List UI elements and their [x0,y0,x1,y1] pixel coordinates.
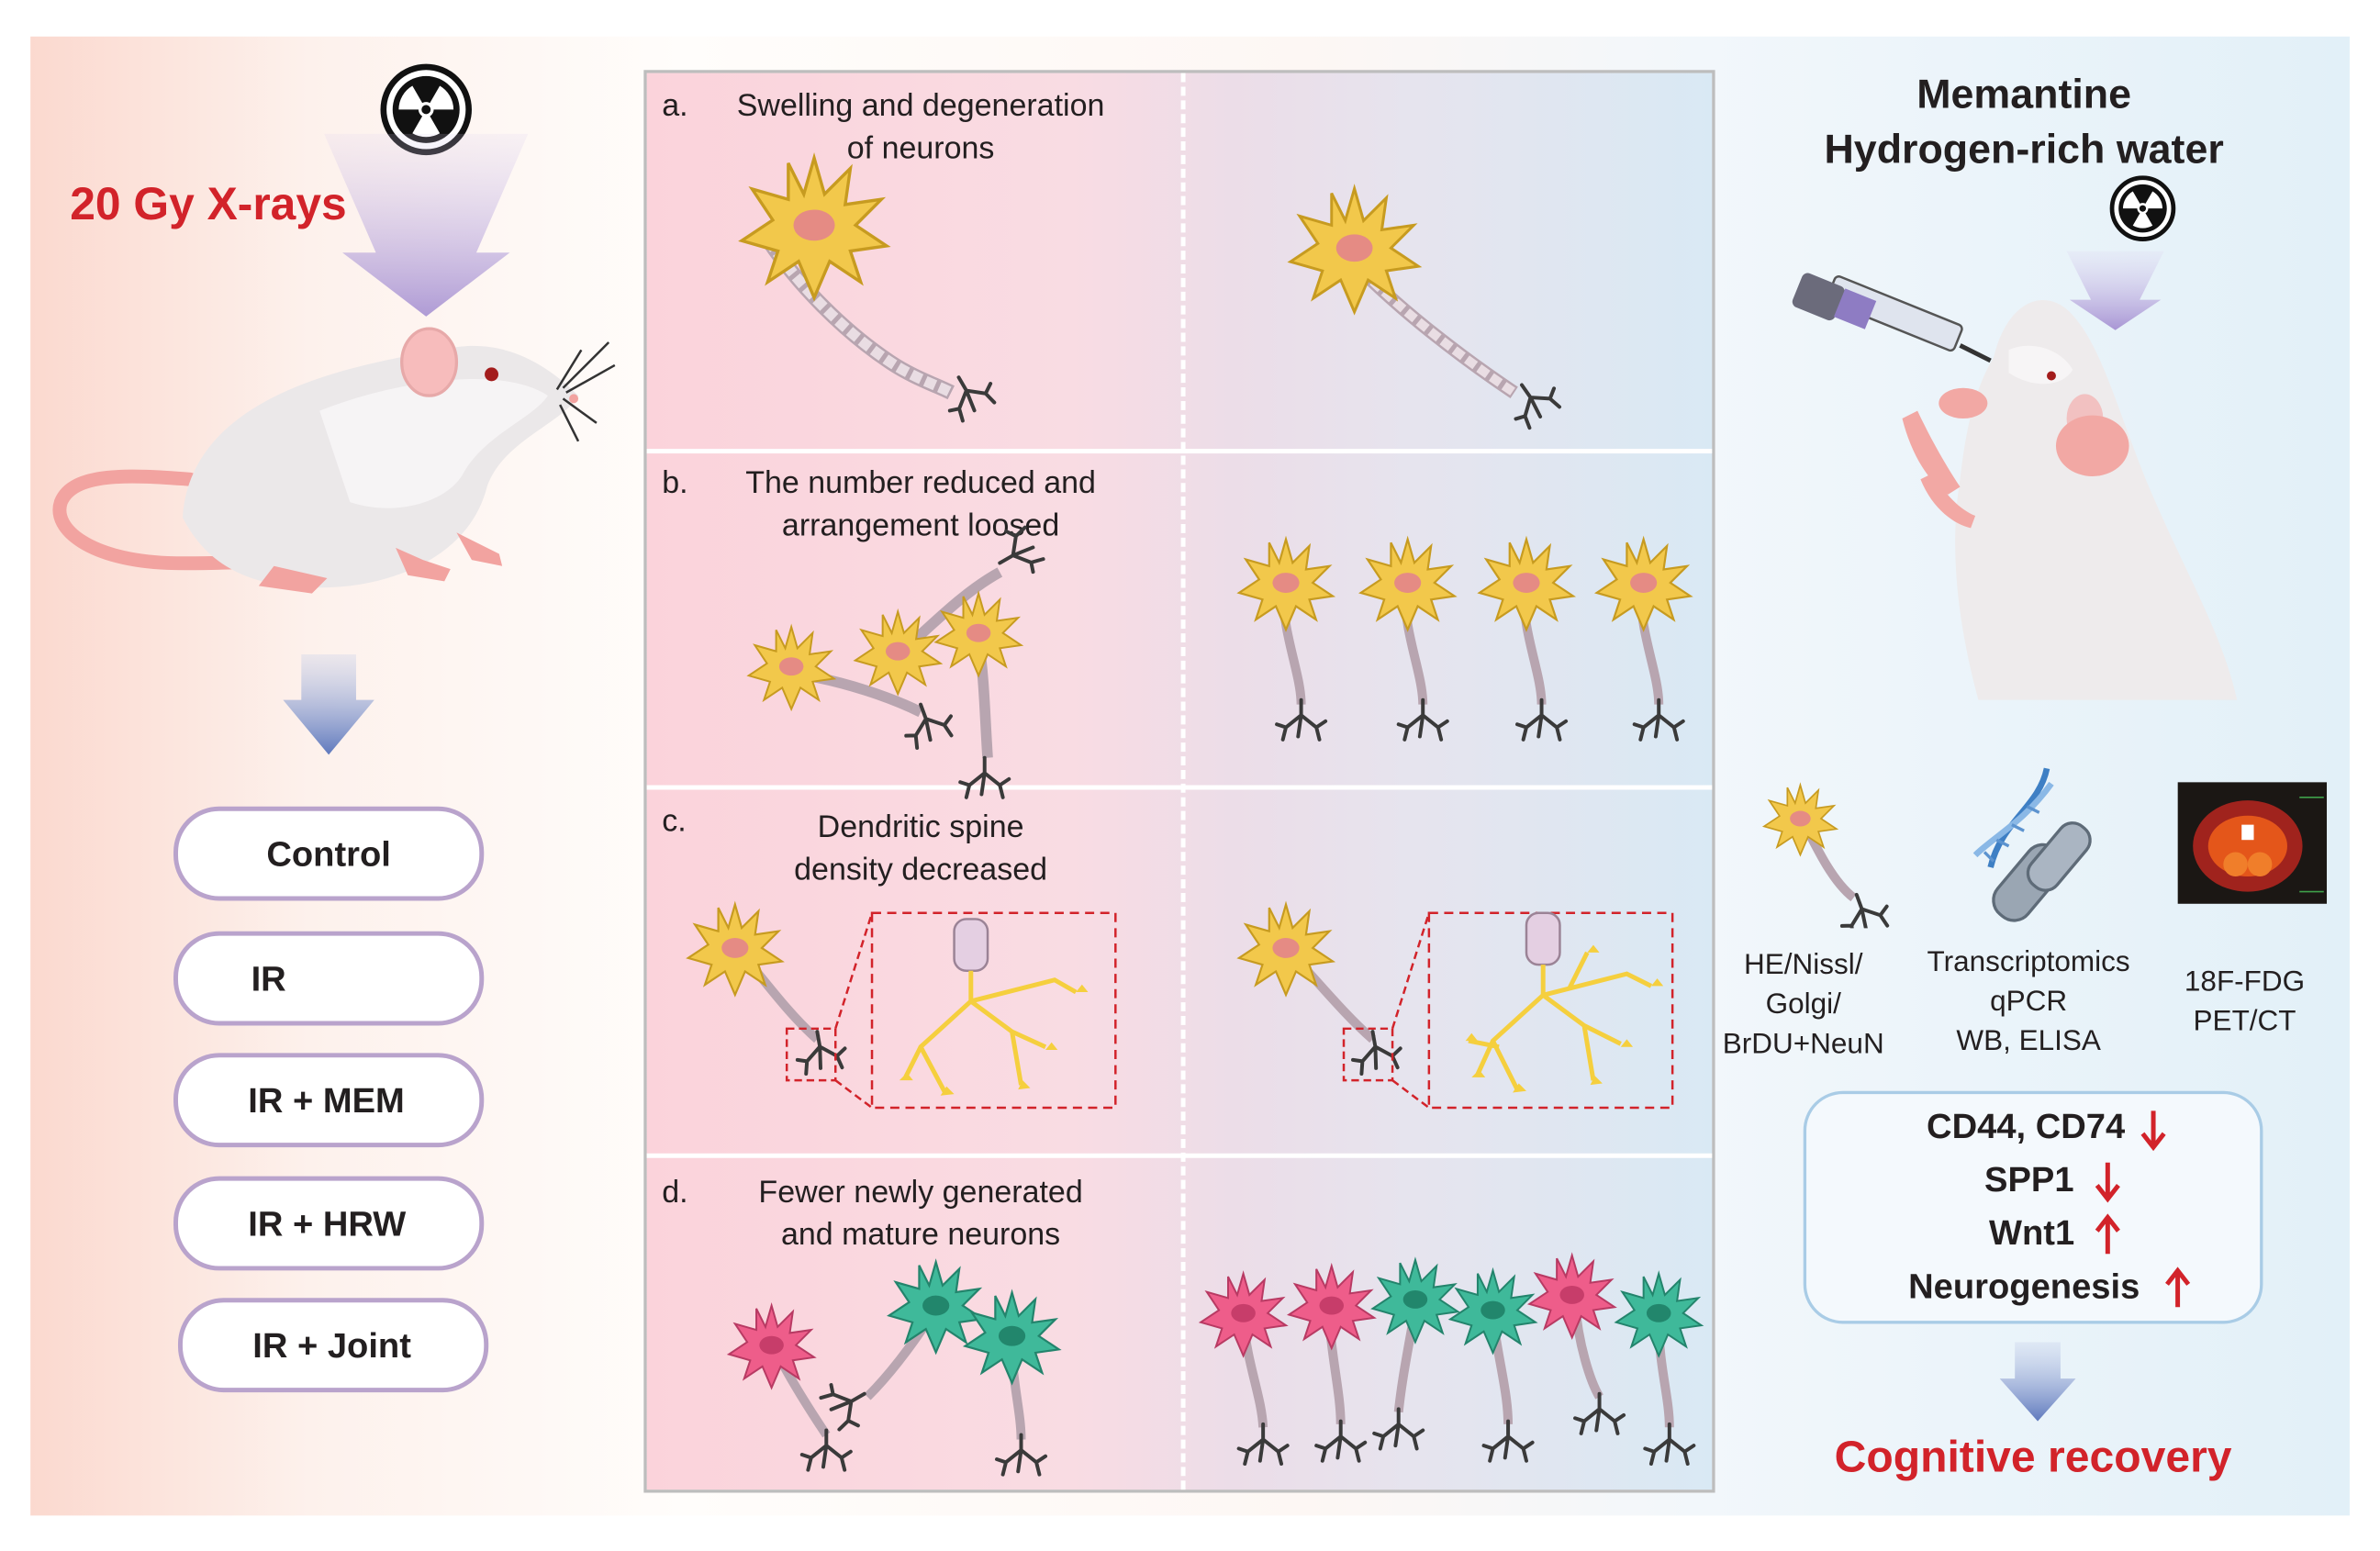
degenerating-neuron [1289,187,1567,433]
irradiation-title: 20 Gy X-rays [70,179,347,230]
caption-line: Fewer newly generated [758,1174,1083,1211]
method-line: PET/CT [2193,1005,2296,1038]
panel-d-letter: d. [662,1174,688,1211]
group-control: Control [173,806,485,901]
up-red-arrow-icon [2165,1266,2191,1308]
treatment-title-line: Hydrogen-rich water [1824,126,2224,173]
caption-line: Swelling and degeneration [736,88,1105,124]
down-red-arrow-icon [2140,1110,2166,1152]
panel-d-caption: Fewer newly generated and mature neurons [708,1172,1134,1257]
group-ir-hrw: IR + HRW [173,1176,485,1271]
method-line: 18F-FDG [2184,965,2306,999]
method-line: Transcriptomics [1927,946,2130,979]
method-molecular: Transcriptomics qPCR WB, ELISA [1915,943,2143,1062]
panel-a-letter: a. [662,88,688,124]
panel-c-caption: Dendritic spine density decreased [708,807,1134,892]
panel-b-letter: b. [662,465,688,501]
group-ir-mem: IR + MEM [173,1053,485,1148]
pet-ct-scan-icon [2177,782,2328,904]
down-arrow-icon [2066,251,2164,330]
new-neurons-left [728,1261,1060,1477]
down-red-arrow-icon [2095,1162,2120,1203]
group-ir-joint: IR + Joint [177,1298,489,1393]
down-arrow-icon [283,653,374,755]
method-line: WB, ELISA [1956,1025,2101,1058]
panel-b-caption: The number reduced and arrangement loose… [708,463,1134,548]
marker-spp1: SPP1 [1984,1159,2074,1200]
dendritic-spine-left [687,903,1117,1110]
radiation-source [324,61,529,317]
findings-panel: a. Swelling and degeneration of neurons … [643,70,1715,1493]
marker-cd44-cd74: CD44, CD74 [1927,1106,2126,1146]
caption-line: and mature neurons [780,1217,1061,1253]
panel-a-caption: Swelling and degeneration of neurons [708,85,1134,171]
marker-neurogenesis: Neurogenesis [1908,1266,2140,1306]
caption-line: density decreased [794,852,1048,887]
panel-divider [646,785,1713,790]
loose-neurons [747,519,1048,799]
marker-wnt1: Wnt1 [1989,1212,2075,1253]
method-line: HE/Nissl/ [1743,949,1863,982]
caption-line: Dendritic spine [817,809,1024,845]
caption-line: arrangement loosed [781,508,1060,543]
down-arrow-icon [324,133,529,317]
panel-divider [646,1153,1713,1158]
dendritic-spine-right [1237,903,1674,1110]
dna-chromosome-icon [1972,767,2092,922]
neuron-icon [1763,784,1895,929]
ordered-neurons [1237,538,1692,742]
treatment-title-line: Memantine [1916,71,2132,117]
rat-illustration [52,327,616,594]
syringe-icon [1792,273,1992,363]
group-divider [1180,73,1186,1490]
panel-c-letter: c. [662,803,687,839]
outcome-label: Cognitive recovery [1834,1433,2232,1482]
up-red-arrow-icon [2095,1213,2120,1255]
method-line: Golgi/ [1765,988,1841,1021]
caption-line: of neurons [846,130,995,166]
treated-rat-illustration [1792,175,2238,700]
caption-line: The number reduced and [745,465,1096,501]
method-histology: HE/Nissl/ Golgi/ BrDU+NeuN [1704,946,1903,1065]
new-neurons-right [1200,1254,1703,1466]
method-line: qPCR [1990,986,2068,1019]
radiation-hazard-icon [2112,178,2173,240]
treatment-title: Memantine Hydrogen-rich water [1765,67,2283,176]
method-imaging: 18F-FDG PET/CT [2161,964,2328,1043]
neuron-illustrations [687,156,1703,1477]
down-arrow-icon [1999,1342,2076,1422]
swollen-neuron [740,156,1002,426]
panel-divider [646,449,1713,454]
group-ir: IR [173,931,485,1026]
method-line: BrDU+NeuN [1722,1028,1884,1061]
